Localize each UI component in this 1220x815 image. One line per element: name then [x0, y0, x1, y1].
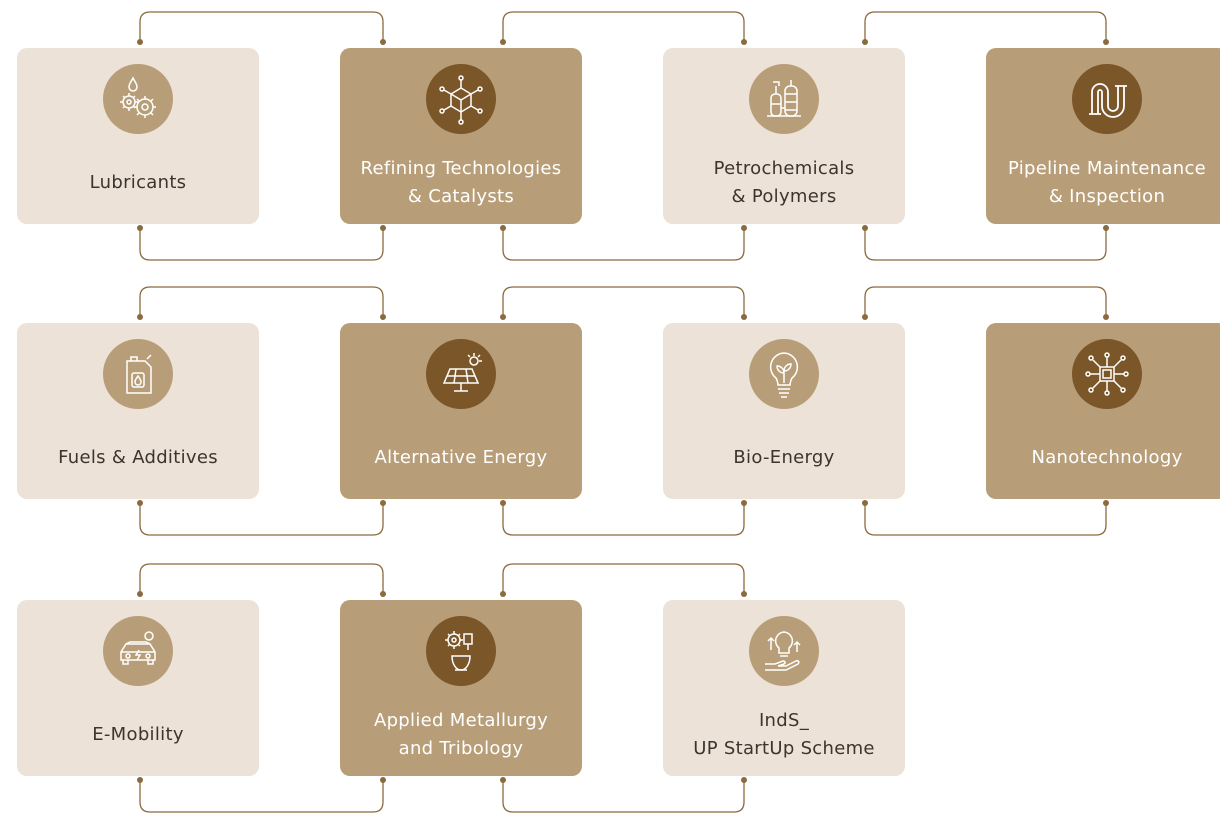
chip-network-icon	[1072, 339, 1142, 409]
card-label-line: IndS_	[758, 710, 810, 731]
connector-dot	[741, 225, 747, 231]
card-label-line: & Polymers	[731, 186, 837, 207]
card-label-line: Bio-Energy	[733, 447, 835, 468]
card-label-line: Pipeline Maintenance	[1007, 158, 1207, 179]
card-e-mobility[interactable]: E-Mobility	[17, 600, 259, 776]
connector-dot	[1103, 314, 1109, 320]
card-bio-energy[interactable]: Bio-Energy	[663, 323, 905, 499]
card-label: Nanotechnology	[992, 427, 1220, 489]
card-label: IndS_ UP StartUp Scheme	[669, 704, 899, 766]
connector-dot	[862, 225, 868, 231]
connector-line	[864, 228, 1107, 261]
connector-line	[139, 11, 384, 42]
connector-dot	[862, 39, 868, 45]
card-label-line: E-Mobility	[92, 724, 184, 745]
connector-dot	[741, 500, 747, 506]
connector-dot	[380, 225, 386, 231]
connector-line	[139, 563, 384, 594]
connector-line	[502, 780, 745, 813]
card-label-line: Alternative Energy	[374, 447, 548, 468]
connector-dot	[500, 225, 506, 231]
connector-line	[139, 503, 384, 536]
connector-dot	[137, 500, 143, 506]
card-label: E-Mobility	[23, 704, 253, 766]
card-applied-metallurgy[interactable]: Applied Metallurgy and Tribology	[340, 600, 582, 776]
card-alternative-energy[interactable]: Alternative Energy	[340, 323, 582, 499]
connector-dot	[741, 591, 747, 597]
card-label-line: Nanotechnology	[1031, 447, 1183, 468]
card-label: Alternative Energy	[346, 427, 576, 489]
connector-dot	[741, 314, 747, 320]
card-label: Bio-Energy	[669, 427, 899, 489]
refinery-plant-icon	[749, 64, 819, 134]
connector-dot	[1103, 225, 1109, 231]
connector-dot	[500, 39, 506, 45]
connector-dot	[380, 500, 386, 506]
connector-dot	[1103, 500, 1109, 506]
connector-line	[864, 286, 1107, 317]
connector-dot	[137, 39, 143, 45]
card-label-line: Fuels & Additives	[58, 447, 218, 468]
catalyst-cube-icon	[426, 64, 496, 134]
connector-dot	[500, 777, 506, 783]
fuel-jerrycan-icon	[103, 339, 173, 409]
card-label: Fuels & Additives	[23, 427, 253, 489]
connector-line	[139, 228, 384, 261]
electric-car-icon	[103, 616, 173, 686]
card-label-line: and Tribology	[398, 738, 524, 759]
card-petrochemicals[interactable]: Petrochemicals & Polymers	[663, 48, 905, 224]
leaf-bulb-icon	[749, 339, 819, 409]
card-label: Pipeline Maintenance & Inspection	[992, 152, 1220, 214]
card-label-line: & Catalysts	[407, 186, 515, 207]
connector-dot	[500, 314, 506, 320]
connector-dot	[137, 777, 143, 783]
connector-dot	[500, 500, 506, 506]
metallurgy-gears-icon	[426, 616, 496, 686]
card-refining[interactable]: Refining Technologies & Catalysts	[340, 48, 582, 224]
connector-line	[502, 11, 745, 42]
connector-line	[502, 563, 745, 594]
idea-hand-icon	[749, 616, 819, 686]
card-label-line: & Inspection	[1048, 186, 1166, 207]
connector-line	[502, 503, 745, 536]
card-label-line: Refining Technologies	[360, 158, 562, 179]
card-pipeline[interactable]: Pipeline Maintenance & Inspection	[986, 48, 1220, 224]
pipeline-icon	[1072, 64, 1142, 134]
connector-dot	[380, 591, 386, 597]
gears-droplet-icon	[103, 64, 173, 134]
card-label: Lubricants	[23, 152, 253, 214]
connector-dot	[380, 777, 386, 783]
connector-line	[502, 286, 745, 317]
connector-dot	[741, 777, 747, 783]
card-label-line: Lubricants	[89, 172, 187, 193]
connector-line	[864, 11, 1107, 42]
connector-dot	[862, 314, 868, 320]
card-fuels[interactable]: Fuels & Additives	[17, 323, 259, 499]
card-startup-scheme[interactable]: IndS_ UP StartUp Scheme	[663, 600, 905, 776]
connector-dot	[380, 314, 386, 320]
card-label: Applied Metallurgy and Tribology	[346, 704, 576, 766]
connector-line	[864, 503, 1107, 536]
connector-dot	[1103, 39, 1109, 45]
card-label: Petrochemicals & Polymers	[669, 152, 899, 214]
connector-dot	[862, 500, 868, 506]
connector-dot	[500, 591, 506, 597]
card-label-line: Petrochemicals	[713, 158, 855, 179]
card-nanotechnology[interactable]: Nanotechnology	[986, 323, 1220, 499]
card-lubricants[interactable]: Lubricants	[17, 48, 259, 224]
connector-line	[139, 780, 384, 813]
card-label-line: UP StartUp Scheme	[693, 738, 875, 759]
card-label: Refining Technologies & Catalysts	[346, 152, 576, 214]
connector-dot	[137, 591, 143, 597]
connector-line	[502, 228, 745, 261]
solar-panel-icon	[426, 339, 496, 409]
connector-dot	[137, 314, 143, 320]
card-label-line: Applied Metallurgy	[373, 710, 549, 731]
connector-dot	[137, 225, 143, 231]
connector-line	[139, 286, 384, 317]
connector-dot	[741, 39, 747, 45]
connector-dot	[380, 39, 386, 45]
